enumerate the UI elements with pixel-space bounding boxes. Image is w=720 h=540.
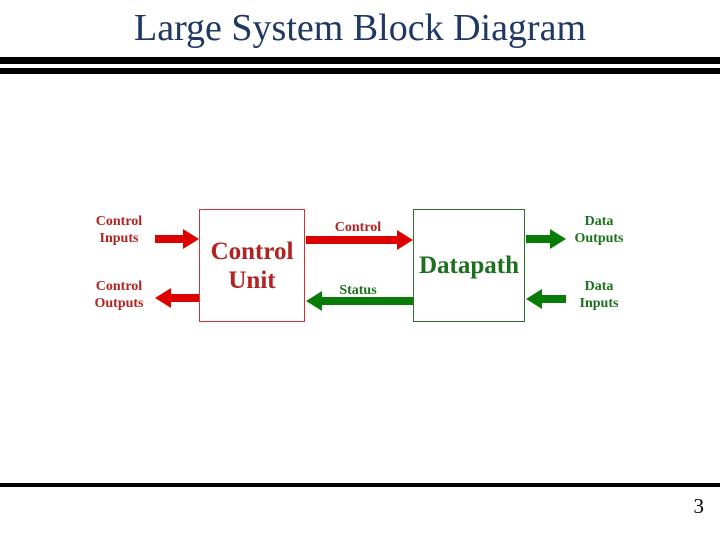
arrow-head-right-icon — [397, 230, 413, 250]
arrow-shaft — [526, 235, 550, 243]
control-inputs-label: Control Inputs — [95, 214, 143, 246]
title-divider-line-top — [0, 57, 720, 64]
control-unit-box: Control Unit — [199, 209, 305, 322]
arrow-shaft — [322, 297, 413, 305]
footer-divider-line — [0, 483, 720, 487]
data-inputs-label: Data Inputs — [579, 279, 619, 311]
slide-title: Large System Block Diagram — [133, 7, 587, 49]
arrow-head-left-icon — [526, 289, 542, 309]
status-signal-arrow — [306, 291, 413, 311]
page-number: 3 — [693, 494, 705, 518]
control-signal-arrow — [306, 230, 413, 250]
arrow-shaft — [542, 295, 566, 303]
arrow-shaft — [155, 235, 183, 243]
data-outputs-label: Data Outputs — [574, 214, 624, 246]
title-divider-line-bottom — [0, 68, 720, 74]
arrow-head-left-icon — [306, 291, 322, 311]
control-outputs-label: Control Outputs — [94, 279, 144, 311]
arrow-shaft — [171, 294, 199, 302]
arrow-head-right-icon — [550, 229, 566, 249]
arrow-shaft — [306, 236, 397, 244]
arrow-head-right-icon — [183, 229, 199, 249]
control-outputs-arrow — [155, 288, 199, 308]
data-inputs-arrow — [526, 289, 566, 309]
status-signal-label: Status — [339, 283, 377, 298]
data-outputs-arrow — [526, 229, 566, 249]
control-inputs-arrow — [155, 229, 199, 249]
datapath-box: Datapath — [413, 209, 525, 322]
arrow-head-left-icon — [155, 288, 171, 308]
control-signal-label: Control — [334, 220, 382, 235]
